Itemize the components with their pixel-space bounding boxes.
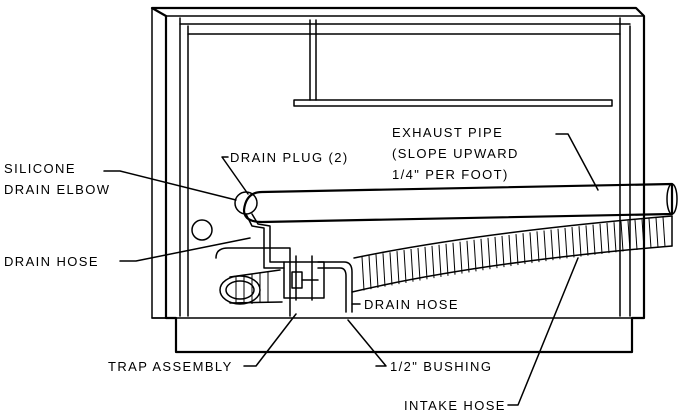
label-drain-hose-right: DRAIN HOSE bbox=[364, 297, 459, 312]
hose-rib bbox=[508, 234, 512, 267]
hose-rib bbox=[396, 251, 400, 285]
hose-rib bbox=[445, 243, 449, 276]
hose-rib bbox=[585, 225, 589, 256]
hose-rib bbox=[648, 218, 652, 249]
label-intake-hose: INTAKE HOSE bbox=[404, 398, 506, 413]
hose-rib bbox=[634, 219, 638, 250]
hose-rib bbox=[480, 238, 484, 271]
hose-rib bbox=[452, 242, 456, 275]
hose-rib bbox=[375, 254, 379, 288]
hose-rib bbox=[410, 248, 414, 282]
label-exhaust-pipe-3: 1/4" PER FOOT) bbox=[392, 167, 509, 182]
intake-hose bbox=[351, 215, 673, 293]
trap-assembly bbox=[245, 213, 353, 313]
leader-lines bbox=[103, 133, 599, 406]
hose-rib bbox=[627, 220, 631, 251]
label-silicone-1: SILICONE bbox=[4, 161, 76, 176]
hose-rib bbox=[494, 236, 498, 269]
hose-rib bbox=[655, 217, 659, 248]
hose-rib bbox=[368, 255, 372, 290]
label-exhaust-pipe-1: EXHAUST PIPE bbox=[392, 125, 503, 140]
hose-rib bbox=[606, 222, 610, 254]
hose-rib bbox=[438, 244, 442, 277]
hose-rib bbox=[578, 226, 582, 257]
hose-rib bbox=[662, 216, 666, 247]
hose-rib bbox=[522, 233, 526, 265]
label-silicone-2: DRAIN ELBOW bbox=[4, 182, 110, 197]
hose-rib bbox=[571, 227, 575, 258]
label-trap-assembly: TRAP ASSEMBLY bbox=[108, 359, 233, 374]
hose-rib bbox=[431, 245, 435, 279]
hose-rib bbox=[417, 247, 421, 281]
cabinet-frame bbox=[150, 6, 646, 354]
label-bushing: 1/2" BUSHING bbox=[390, 359, 492, 374]
exhaust-pipe bbox=[234, 182, 678, 224]
hose-rib bbox=[424, 246, 428, 280]
hose-rib bbox=[403, 250, 407, 283]
hose-rib bbox=[599, 223, 603, 254]
hose-rib bbox=[592, 224, 596, 255]
hose-rib bbox=[389, 252, 393, 286]
hose-rib bbox=[564, 227, 568, 259]
hose-rib bbox=[613, 222, 617, 253]
hose-rib bbox=[515, 234, 519, 266]
hose-rib bbox=[536, 231, 540, 263]
label-exhaust-pipe-2: (SLOPE UPWARD bbox=[392, 146, 519, 161]
label-drain-hose-left: DRAIN HOSE bbox=[4, 254, 99, 269]
hose-rib bbox=[543, 230, 547, 262]
labels: EXHAUST PIPE (SLOPE UPWARD 1/4" PER FOOT… bbox=[4, 125, 519, 413]
hose-rib bbox=[473, 239, 477, 272]
hose-rib bbox=[641, 219, 645, 250]
hose-rib bbox=[459, 241, 463, 274]
hose-rib bbox=[529, 232, 533, 264]
hose-rib bbox=[466, 240, 470, 273]
hose-rib bbox=[487, 237, 491, 270]
hose-rib bbox=[361, 256, 365, 291]
left-coil-hose bbox=[219, 269, 283, 305]
label-drain-plug: DRAIN PLUG (2) bbox=[230, 150, 349, 165]
hose-rib bbox=[501, 235, 505, 268]
hose-rib bbox=[550, 229, 554, 261]
hose-rib bbox=[382, 253, 386, 287]
hose-rib bbox=[557, 228, 561, 260]
hose-rib bbox=[620, 221, 624, 252]
